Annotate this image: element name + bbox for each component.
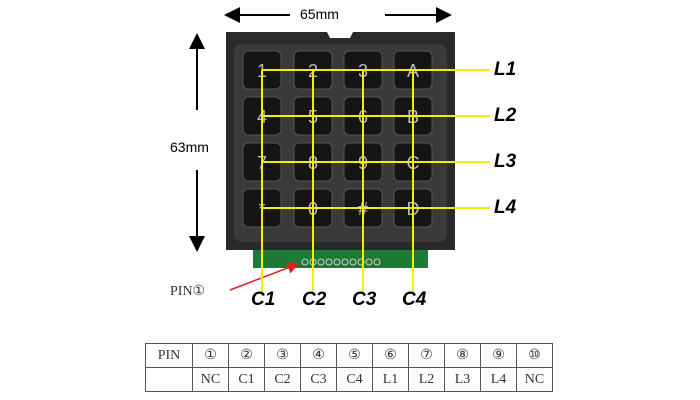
pin-hole [333, 258, 341, 266]
pin-hole [301, 258, 309, 266]
col-label: C4 [402, 289, 427, 310]
pin-hole [341, 258, 349, 266]
pin-signal: C1 [228, 367, 265, 392]
pin-number: ① [192, 343, 229, 368]
pin-number: ③ [264, 343, 301, 368]
pin-hole [349, 258, 357, 266]
pin-number: ② [228, 343, 265, 368]
col-label: C1 [251, 289, 276, 310]
pin-signal: C4 [336, 367, 373, 392]
row-label: L4 [494, 197, 517, 218]
pcb-strip [253, 248, 428, 268]
pin-number: ⑧ [444, 343, 481, 368]
pin-number: ⑦ [408, 343, 445, 368]
pin-hole [373, 258, 381, 266]
row-label: L1 [494, 59, 517, 80]
width-label: 65mm [300, 6, 339, 22]
height-label: 63mm [170, 139, 209, 155]
row-label: L3 [494, 151, 517, 172]
pin-signal: L2 [408, 367, 445, 392]
col-label: C3 [352, 289, 377, 310]
col-label: C2 [302, 289, 327, 310]
pin-header: PIN [145, 343, 193, 368]
pin-number: ⑩ [516, 343, 553, 368]
pin-signal: C2 [264, 367, 301, 392]
pin-signal: L1 [372, 367, 409, 392]
pin-hole [325, 258, 333, 266]
pin-signal: L4 [480, 367, 517, 392]
pin1-label: PIN① [170, 284, 206, 299]
pin-number: ④ [300, 343, 337, 368]
pin-signal: C3 [300, 367, 337, 392]
pin-number: ⑨ [480, 343, 517, 368]
pin-hole [365, 258, 373, 266]
row-label: L2 [494, 105, 517, 126]
pin-number: ⑥ [372, 343, 409, 368]
pin1-arrow [229, 262, 300, 291]
pin-signal: NC [516, 367, 553, 392]
pin-signal: NC [192, 367, 229, 392]
pin-number: ⑤ [336, 343, 373, 368]
pin-signal: L3 [444, 367, 481, 392]
pin-hole [317, 258, 325, 266]
